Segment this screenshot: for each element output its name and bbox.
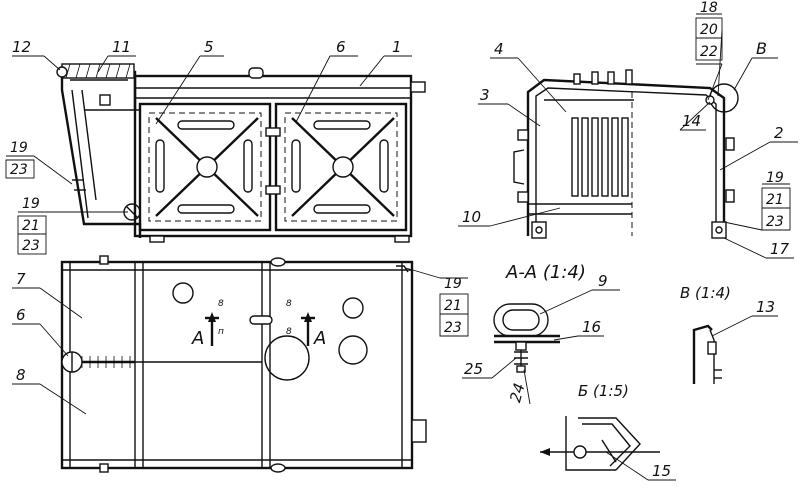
callout-7: 7	[16, 270, 26, 288]
callout-6b: 6	[16, 306, 26, 324]
callout-16: 16	[582, 318, 601, 336]
callout-3: 3	[480, 86, 490, 104]
stack-number: 21	[444, 298, 462, 314]
section-letter-left: A	[191, 328, 204, 349]
stack-number: 21	[22, 218, 40, 234]
callout-15: 15	[652, 462, 671, 480]
stack-left-lower: 19 21 23	[17, 196, 47, 255]
section-small-mark: 8	[286, 327, 292, 337]
view-b-detail	[692, 324, 722, 384]
callout-5: 5	[204, 38, 214, 56]
callout-b: B	[756, 39, 767, 58]
callout-4: 4	[494, 40, 504, 58]
callout-6: 6	[336, 38, 346, 56]
section-titles: A-A (1:4) B (1:4) Б (1:5)	[505, 262, 731, 400]
section-aa-detail	[493, 303, 560, 373]
stack-number: 23	[444, 320, 462, 336]
section-small-mark: п	[218, 327, 224, 337]
leader-lines	[6, 13, 798, 481]
stack-number: 23	[22, 238, 40, 254]
section-letter-right: A	[313, 328, 326, 349]
stack-number: 22	[700, 44, 718, 60]
callout-25: 25	[464, 360, 483, 378]
stack-number: 19	[10, 140, 28, 156]
grill-slots	[571, 117, 629, 197]
callout-labels: 12 11 5 6 1 4 3 B 14 2 10 17 7 6 8 9 16 …	[12, 38, 790, 480]
stack-number: 21	[766, 192, 784, 208]
side-view	[513, 69, 739, 239]
section-title-b: Б (1:5)	[578, 382, 629, 400]
callout-14: 14	[682, 112, 701, 130]
stack-number: 23	[10, 162, 28, 178]
callout-9: 9	[598, 272, 608, 290]
stack-number: 19	[444, 276, 462, 292]
stack-top-right: 18 20 22	[695, 0, 723, 61]
stack-plan-right: 19 21 23	[439, 276, 469, 337]
callout-17: 17	[770, 240, 790, 258]
callout-2: 2	[774, 124, 784, 142]
section-title-v: B (1:4)	[680, 284, 731, 302]
stack-number: 23	[766, 214, 784, 230]
stack-number: 20	[700, 22, 718, 38]
callout-1: 1	[392, 38, 402, 56]
section-small-mark: 8	[218, 299, 224, 309]
stack-number: 18	[700, 0, 718, 16]
section-title-aa: A-A (1:4)	[505, 262, 586, 283]
callout-11: 11	[112, 38, 131, 56]
hatched-strip	[65, 63, 131, 79]
view-be-detail	[540, 416, 660, 471]
stack-number: 19	[22, 196, 40, 212]
callout-24: 24	[506, 381, 528, 404]
front-view	[56, 63, 426, 243]
callout-13: 13	[756, 298, 775, 316]
plan-view	[60, 255, 427, 473]
section-a-marks: A A 8 п 8 8	[191, 299, 326, 349]
section-small-mark: 8	[286, 299, 292, 309]
stack-right-side: 19 21 23	[761, 170, 791, 231]
callout-8: 8	[16, 366, 26, 384]
callout-12: 12	[12, 38, 31, 56]
callout-10: 10	[462, 208, 481, 226]
stack-left-upper: 19 23	[5, 140, 35, 179]
stack-number: 19	[766, 170, 784, 186]
